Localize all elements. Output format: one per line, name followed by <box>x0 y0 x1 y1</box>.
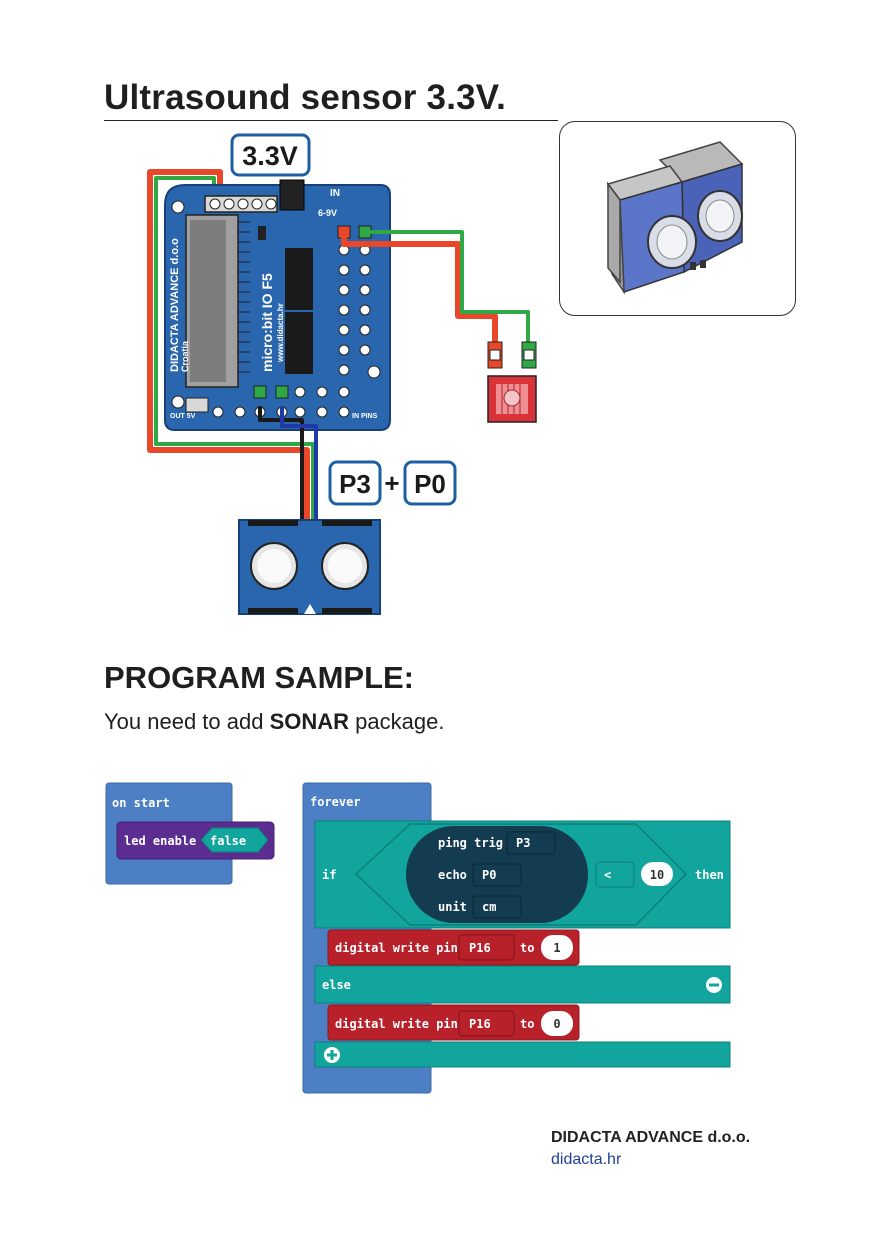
on-start-label: on start <box>112 796 170 810</box>
digital-write-pin-1[interactable]: P16 <box>469 941 491 955</box>
microbit-io-board: micro:bit IO F5 www.didacta.hr DIDACTA A… <box>164 179 391 431</box>
forever-block[interactable]: forever if then ping trig P3 echo P0 uni… <box>302 782 731 1094</box>
board-maker: DIDACTA ADVANCE d.o.o <box>169 238 181 372</box>
if-then-else-block[interactable]: if then ping trig P3 echo P0 unit cm < 1… <box>314 820 731 1068</box>
board-country: Croatia <box>180 340 190 372</box>
wiring-diagram: 3.3V <box>147 133 537 615</box>
voltage-label: 3.3V <box>242 141 298 171</box>
board-inpins-label: IN PINS <box>352 413 378 420</box>
echo-value[interactable]: P0 <box>482 868 496 882</box>
if-label: if <box>322 868 336 882</box>
instruction-suffix: package. <box>349 709 445 734</box>
operator-dropdown[interactable]: < <box>604 868 611 882</box>
footer-url[interactable]: didacta.hr <box>551 1151 622 1168</box>
board-power-label: 6-9V <box>318 208 337 218</box>
add-branch-icon[interactable] <box>324 1047 340 1063</box>
then-label: then <box>695 868 724 882</box>
pin-b-label: P0 <box>414 469 446 499</box>
sensor-photo-frame <box>559 121 796 316</box>
output-module <box>487 341 537 423</box>
wire-red-signal <box>341 232 498 346</box>
board-site: www.didacta.hr <box>276 303 285 363</box>
plus-label: + <box>384 468 399 498</box>
led-enable-label: led enable <box>124 834 196 848</box>
instruction-package-name: SONAR <box>269 709 350 734</box>
sonar-sensor-module <box>238 519 381 615</box>
unit-label: unit <box>438 900 467 914</box>
wire-blue-echo <box>280 406 318 540</box>
on-start-block[interactable]: on start led enable false <box>105 782 275 885</box>
board-out5v-label: OUT 5V <box>170 413 196 420</box>
compare-value[interactable]: 10 <box>650 868 664 882</box>
forever-label: forever <box>310 795 361 809</box>
wire-red-power <box>147 169 310 520</box>
page-title: Ultrasound sensor 3.3V. <box>104 78 507 117</box>
ping-trig-label: ping trig <box>438 836 503 850</box>
digital-write-label-1: digital write pin <box>335 941 458 955</box>
digital-write-to-1: to <box>520 941 534 955</box>
digital-write-label-2: digital write pin <box>335 1017 458 1031</box>
ping-trig-value[interactable]: P3 <box>516 836 530 850</box>
else-label: else <box>322 978 351 992</box>
unit-value[interactable]: cm <box>482 900 496 914</box>
title-divider <box>104 120 558 121</box>
pin-a-label: P3 <box>339 469 371 499</box>
digital-write-block-2[interactable]: digital write pin P16 to 0 <box>327 1004 580 1041</box>
wire-green-ground <box>154 176 315 520</box>
board-name: micro:bit IO F5 <box>259 273 275 372</box>
section-title: PROGRAM SAMPLE: <box>104 660 414 695</box>
voltage-label-box: 3.3V <box>230 133 311 177</box>
digital-write-to-2: to <box>520 1017 534 1031</box>
pin-label-group: P3 + P0 <box>328 460 457 506</box>
makecode-blocks: on start led enable false forever if the… <box>105 782 731 1094</box>
echo-label: echo <box>438 868 467 882</box>
wire-green-signal <box>365 230 530 346</box>
instruction-prefix: You need to add <box>104 709 270 734</box>
footer-company: DIDACTA ADVANCE d.o.o. <box>551 1129 751 1146</box>
ultrasound-sensor-image <box>606 141 744 295</box>
board-in-label: IN <box>330 188 340 199</box>
led-enable-block[interactable]: led enable false <box>116 821 275 860</box>
digital-write-value-2[interactable]: 0 <box>553 1017 560 1031</box>
led-enable-value: false <box>210 834 246 848</box>
instruction-text: You need to add SONAR package. <box>104 709 444 735</box>
digital-write-block-1[interactable]: digital write pin P16 to 1 <box>327 929 580 966</box>
digital-write-value-1[interactable]: 1 <box>553 941 560 955</box>
digital-write-pin-2[interactable]: P16 <box>469 1017 491 1031</box>
remove-else-icon[interactable] <box>706 977 722 993</box>
